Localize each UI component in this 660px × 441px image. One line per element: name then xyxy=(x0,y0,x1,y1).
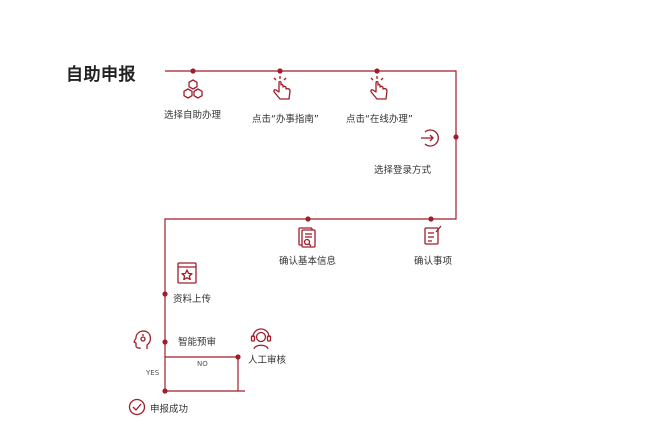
step-confirm-item-label: 确认事项 xyxy=(414,256,453,267)
support-agent-icon xyxy=(250,328,272,350)
step-pre-review-label: 智能预审 xyxy=(178,337,217,348)
check-circle-icon xyxy=(128,398,146,416)
step-upload-label: 资料上传 xyxy=(173,294,212,305)
node-manual-review xyxy=(235,354,241,360)
login-arrow-icon xyxy=(421,129,439,147)
node-success xyxy=(162,388,168,394)
node-select xyxy=(190,68,196,74)
step-success-label: 申报成功 xyxy=(150,404,189,415)
node-login xyxy=(453,134,459,140)
step-login-label: 选择登录方式 xyxy=(374,165,432,176)
node-online xyxy=(374,68,380,74)
step-guide-label: 点击“办事指南” xyxy=(252,114,319,125)
node-confirm-item xyxy=(428,216,434,222)
book-star-icon xyxy=(177,262,197,284)
page-title: 自助申报 xyxy=(66,65,136,85)
step-manual-review-label: 人工审核 xyxy=(248,355,287,366)
node-pre-review xyxy=(162,339,168,345)
node-upload xyxy=(162,291,168,297)
node-confirm-info xyxy=(305,216,311,222)
ai-head-icon xyxy=(133,330,152,349)
flow-nodes xyxy=(162,68,459,394)
hand-pointer-icon xyxy=(273,76,291,100)
step-confirm-info-label: 确认基本信息 xyxy=(279,256,337,267)
step-online-label: 点击“在线办理” xyxy=(346,114,413,125)
branch-no-label: NO xyxy=(197,360,208,368)
edit-document-icon xyxy=(424,225,442,245)
document-search-icon xyxy=(298,227,316,248)
branch-yes-label: YES xyxy=(146,369,160,377)
node-guide xyxy=(277,68,283,74)
step-select-label: 选择自助办理 xyxy=(164,110,222,121)
hexagon-cluster-icon xyxy=(183,79,203,99)
hand-pointer-icon xyxy=(370,76,388,100)
